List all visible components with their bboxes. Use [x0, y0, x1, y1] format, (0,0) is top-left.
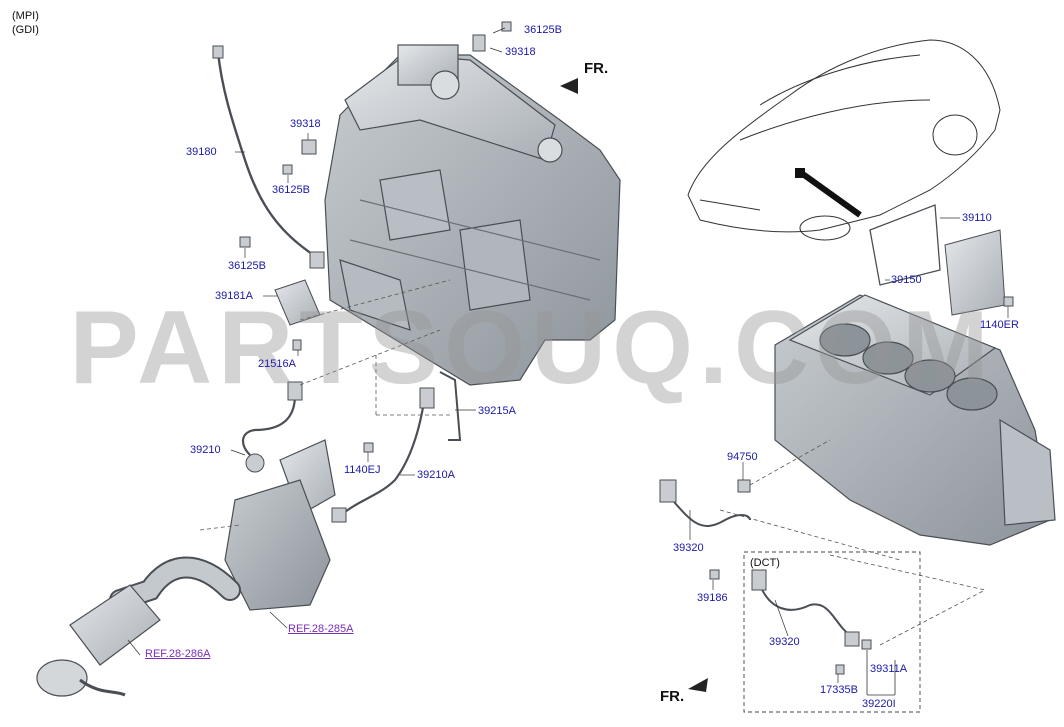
- part-17335B[interactable]: 17335B: [820, 684, 858, 696]
- ref-28-285A[interactable]: REF.28-285A: [288, 623, 354, 635]
- engine-assembly: [324, 44, 621, 386]
- part-39181A[interactable]: 39181A: [215, 290, 253, 302]
- car-outline: [687, 39, 1001, 241]
- dct-box: [743, 551, 921, 713]
- part-39150[interactable]: 39150: [891, 274, 922, 286]
- exhaust-assembly: [36, 439, 336, 697]
- part-36125B-low[interactable]: 36125B: [228, 260, 266, 272]
- part-39180[interactable]: 39180: [186, 146, 217, 158]
- part-39215A[interactable]: 39215A: [478, 405, 516, 417]
- dct-label: (DCT): [750, 557, 780, 569]
- part-39318-top[interactable]: 39318: [505, 46, 536, 58]
- part-39320[interactable]: 39320: [673, 542, 704, 554]
- part-39318-mid[interactable]: 39318: [290, 118, 321, 130]
- part-36125B-mid[interactable]: 36125B: [272, 184, 310, 196]
- car-pointer: [798, 169, 862, 218]
- front-arrow-icon-bottom: [688, 678, 708, 692]
- ref-28-286A[interactable]: REF.28-286A: [145, 648, 211, 660]
- part-94750[interactable]: 94750: [727, 451, 758, 463]
- part-21516A[interactable]: 21516A: [258, 358, 296, 370]
- part-39210A[interactable]: 39210A: [417, 469, 455, 481]
- cover-39181A: [274, 279, 321, 326]
- cylinder-block: [774, 294, 1056, 546]
- watermark: PARTSOUQ.COM: [69, 290, 995, 406]
- part-1140EJ[interactable]: 1140EJ: [344, 464, 381, 476]
- part-39220I[interactable]: 39220I: [862, 698, 896, 710]
- ecu-bracket-39150: [869, 204, 941, 286]
- part-39110[interactable]: 39110: [962, 212, 992, 224]
- part-1140ER[interactable]: 1140ER: [980, 319, 1019, 331]
- sensor-39318-mid: [301, 139, 317, 155]
- header-gdi: (GDI): [12, 24, 39, 36]
- sensor-39318-top: [472, 34, 486, 52]
- part-39186[interactable]: 39186: [697, 592, 728, 604]
- part-36125B-top[interactable]: 36125B: [524, 24, 562, 36]
- part-39210[interactable]: 39210: [190, 444, 221, 456]
- sensor-wire-39180: [216, 51, 323, 263]
- header-mpi: (MPI): [12, 10, 39, 22]
- front-label-bottom: FR.: [660, 688, 685, 705]
- front-label-top: FR.: [584, 60, 609, 77]
- part-39320-dct[interactable]: 39320: [769, 636, 800, 648]
- front-arrow-icon-top: [560, 78, 578, 94]
- part-39311A[interactable]: 39311A: [870, 663, 908, 675]
